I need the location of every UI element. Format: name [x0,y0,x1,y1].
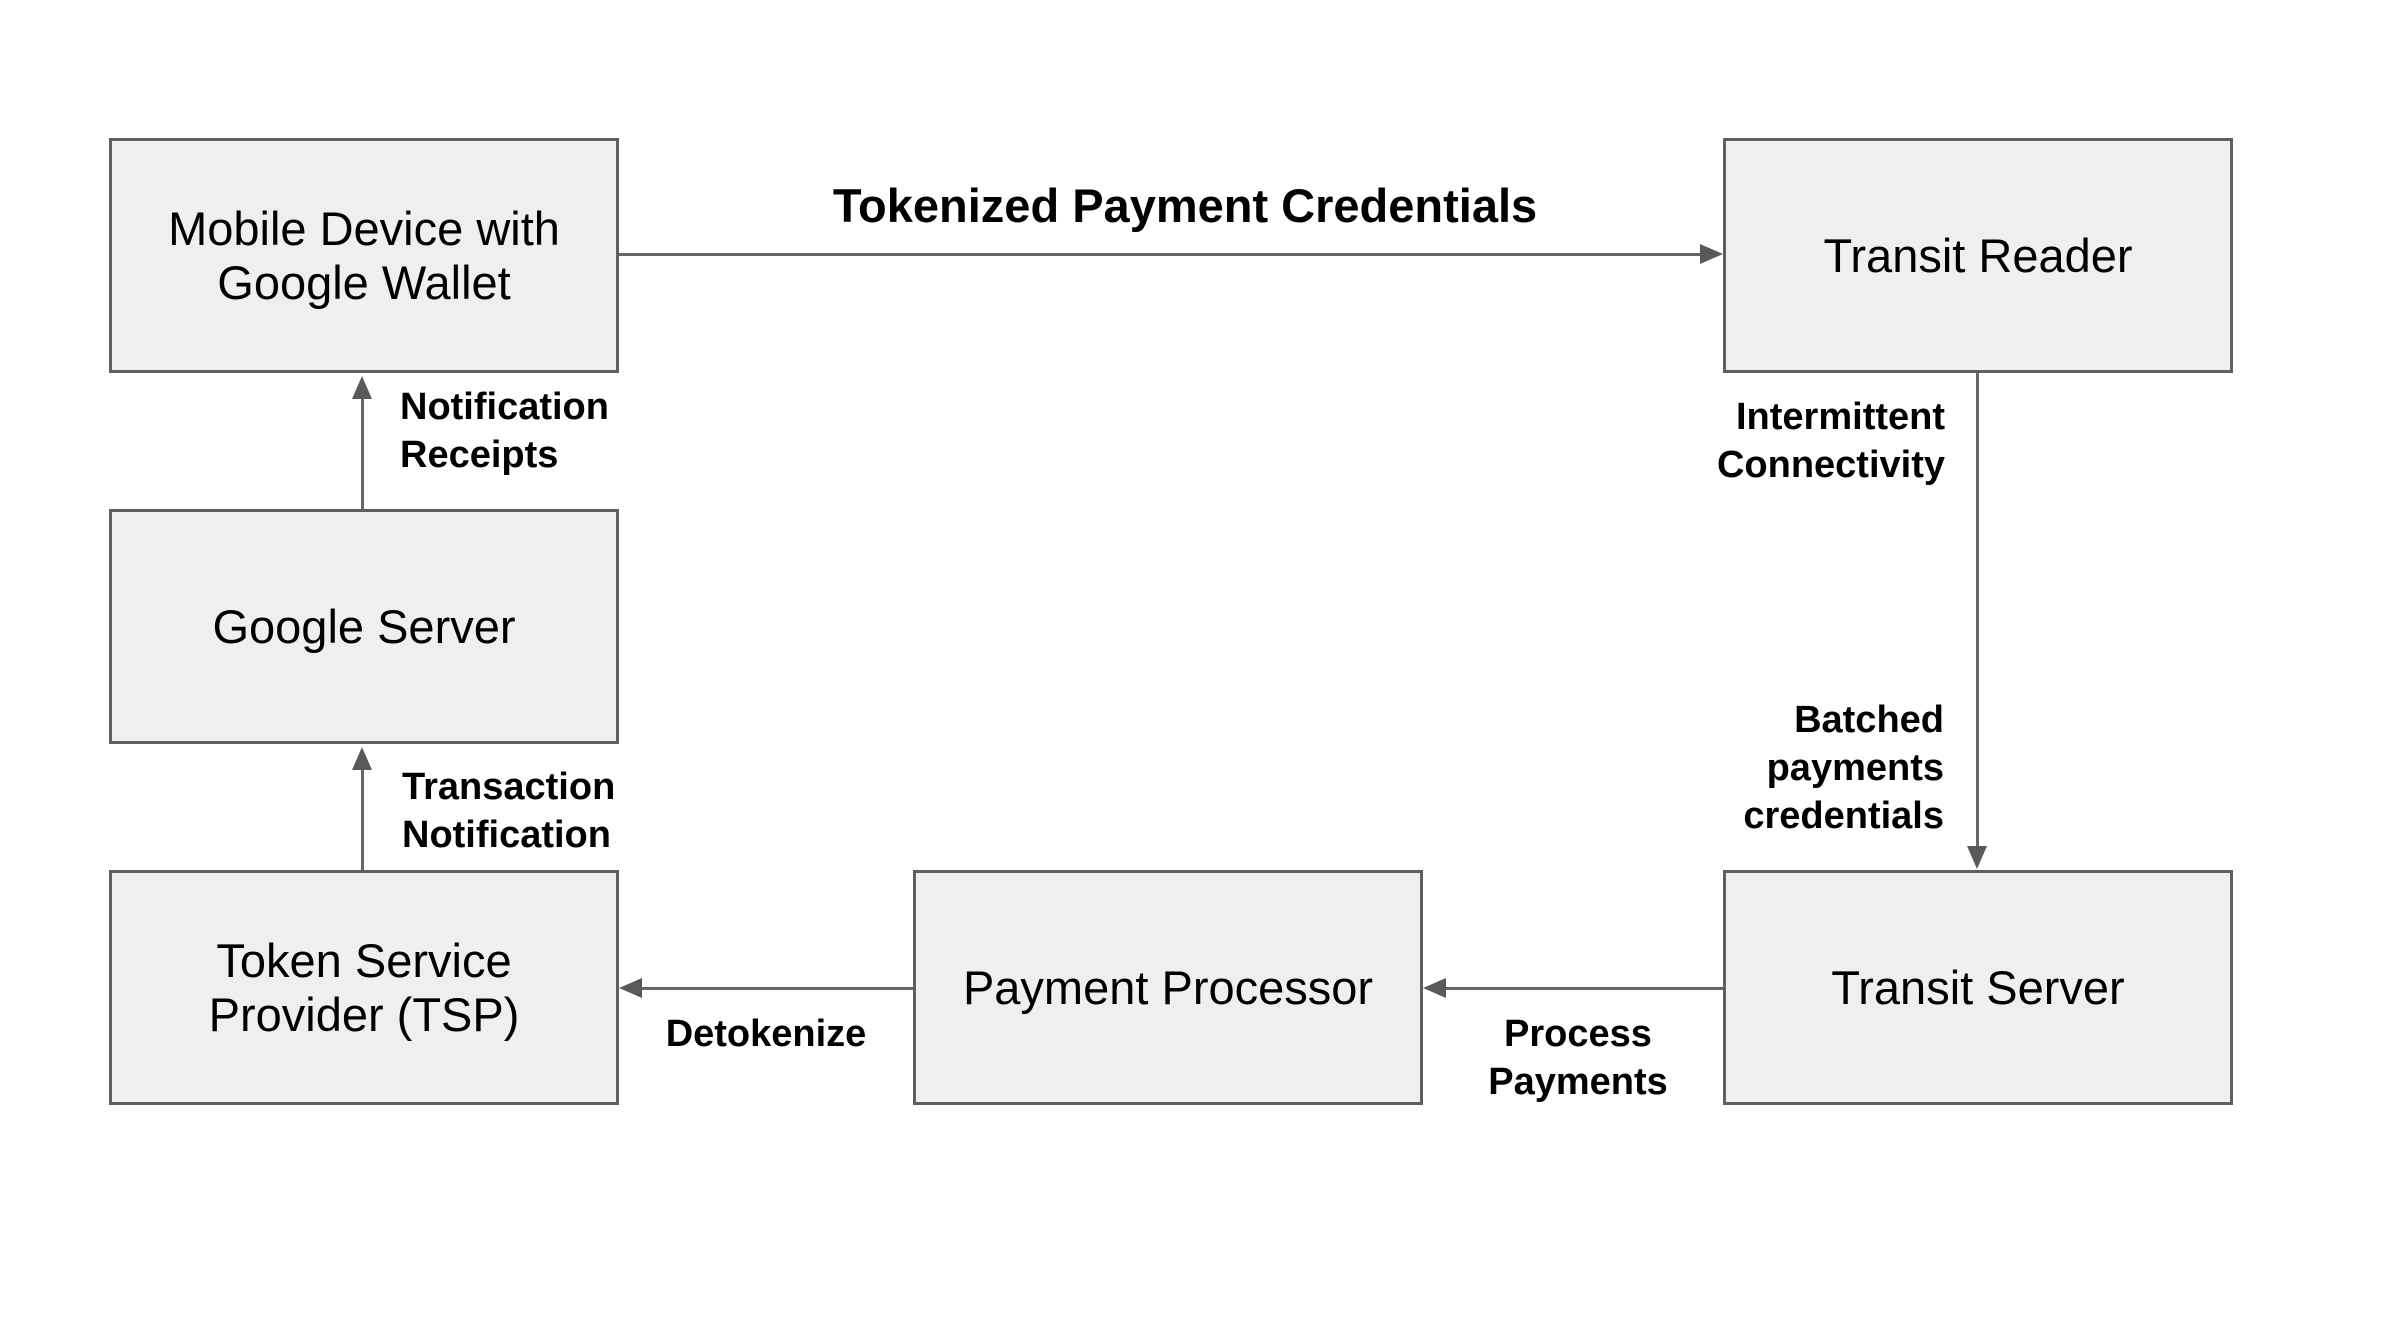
edge-label-intermittent-connectivity: Intermittent Connectivity [1716,396,1945,486]
node-label-mobile-device-google-wallet: Mobile Device with Google Wallet [168,201,560,309]
arrowhead-left-icon [619,978,642,998]
node-google-server: Google Server [109,509,619,744]
edge-label-notification-receipts: Notification Receipts [400,386,609,476]
node-payment-processor: Payment Processor [913,870,1423,1105]
edge-label-tokenized-payment-credentials: Tokenized Payment Credentials [832,179,1538,232]
node-transit-server: Transit Server [1723,870,2233,1105]
edge-label-batched-payments-credentials: Batched payments credentials [1743,699,1944,837]
node-label-transit-reader: Transit Reader [1823,228,2133,282]
arrowhead-up-icon [352,376,372,399]
edge-label-transaction-notification: Transaction Notification [402,766,616,856]
arrowhead-right-icon [1700,244,1723,264]
connector-processor-to-tsp-line [642,987,913,990]
arrowhead-up-icon [352,747,372,770]
node-transit-reader: Transit Reader [1723,138,2233,373]
arrowhead-down-icon [1967,846,1987,869]
node-mobile-device-google-wallet: Mobile Device with Google Wallet [109,138,619,373]
edge-label-process-payments: Process Payments [1488,1013,1668,1103]
node-token-service-provider: Token Service Provider (TSP) [109,870,619,1105]
connector-reader-to-server-line [1976,373,1979,846]
node-label-payment-processor: Payment Processor [962,960,1374,1014]
node-label-token-service-provider: Token Service Provider (TSP) [208,933,520,1041]
edge-label-detokenize: Detokenize [665,1013,867,1055]
arrowhead-left-icon [1423,978,1446,998]
connector-tsp-to-google-line [361,770,364,870]
connector-server-to-processor-line [1446,987,1723,990]
node-label-transit-server: Transit Server [1831,960,2125,1014]
node-label-google-server: Google Server [212,599,516,653]
connector-google-to-mobile-line [361,399,364,509]
connector-tokenized-credentials-line [619,253,1700,256]
